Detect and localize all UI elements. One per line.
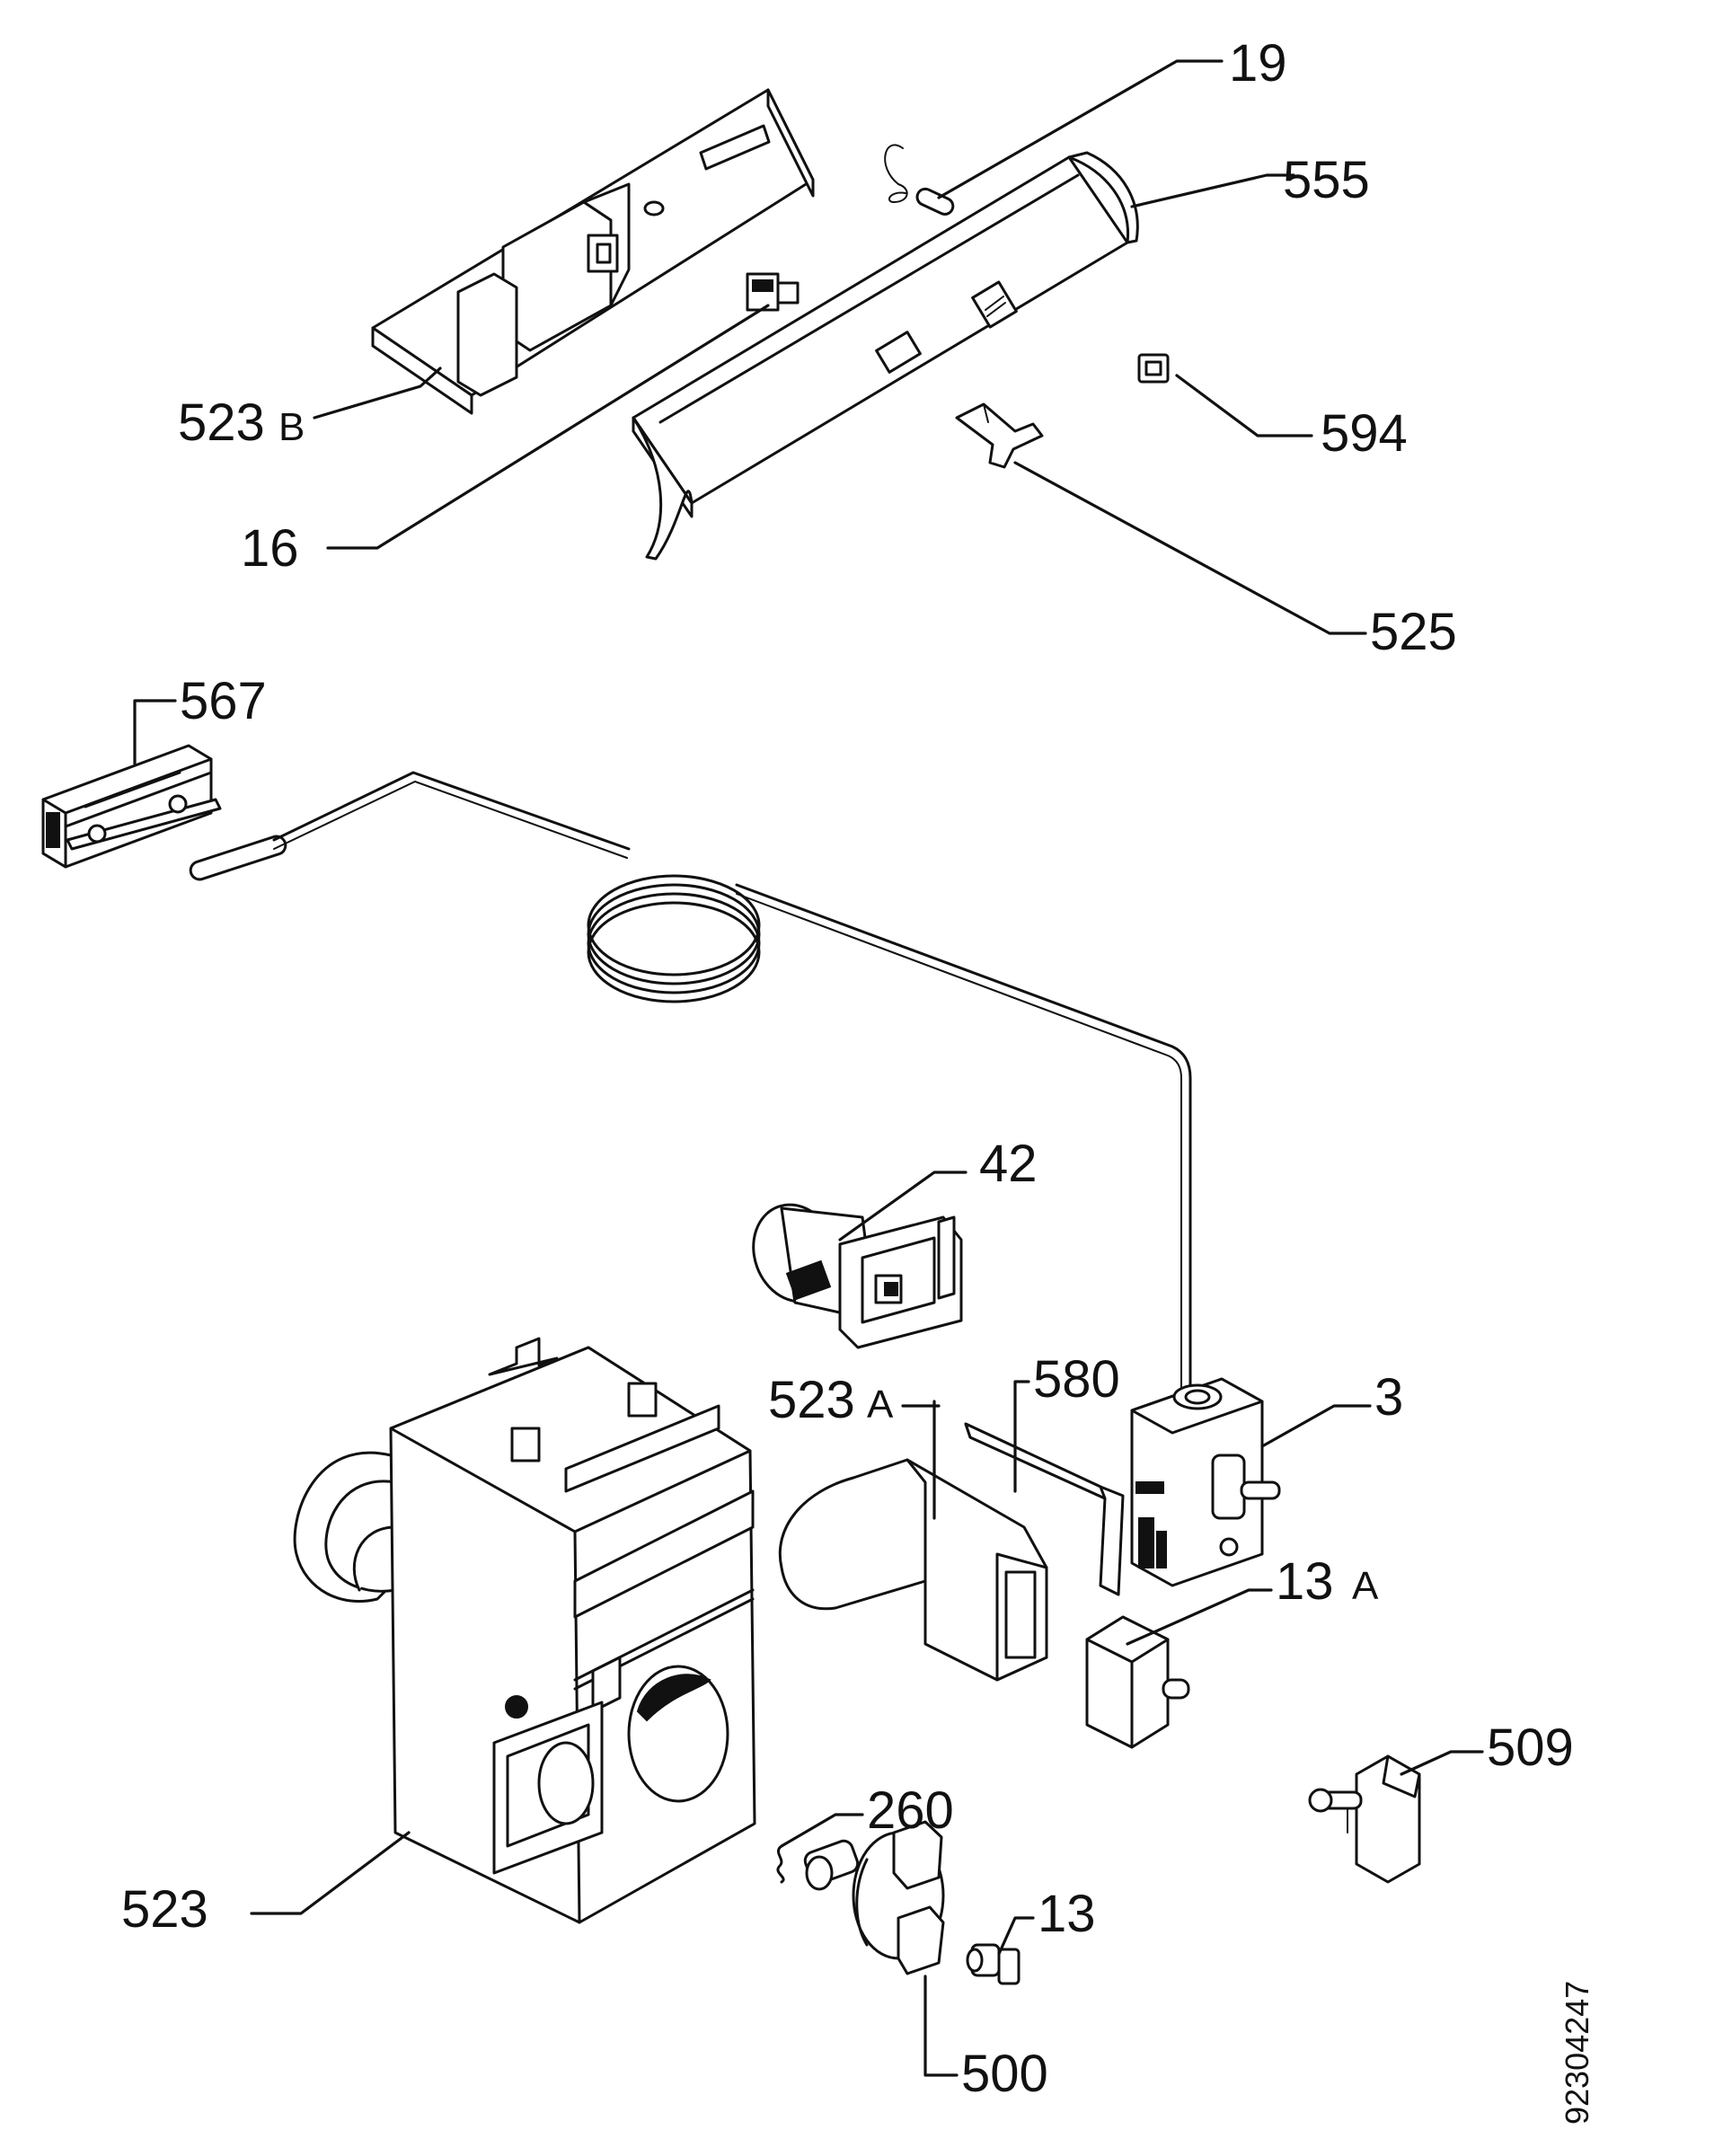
callout-509: 509 — [1487, 1719, 1574, 1777]
callout-13: 13 — [1038, 1885, 1096, 1943]
part-500-knob — [803, 1820, 945, 1975]
callout-13a: 13 — [1276, 1552, 1334, 1611]
part-3-thermostat — [1130, 1377, 1281, 1587]
callout-42: 42 — [979, 1135, 1038, 1193]
callout-567: 567 — [180, 672, 267, 730]
part-19-bulb — [884, 144, 955, 216]
callout-523: 523 — [121, 1880, 208, 1939]
callout-523b-suffix: B — [278, 405, 305, 449]
callout-labels: 19 555 523 B 594 16 525 567 42 523 A 580… — [121, 34, 1574, 2103]
callout-555: 555 — [1283, 151, 1370, 209]
callout-500: 500 — [961, 2045, 1048, 2103]
part-580-plate — [964, 1422, 1125, 1596]
callout-260: 260 — [867, 1781, 954, 1840]
part-525-clip — [955, 402, 1044, 469]
part-16-connector — [746, 272, 800, 312]
callout-523a: 523 — [768, 1371, 855, 1429]
callout-580: 580 — [1033, 1350, 1120, 1409]
callout-523a-suffix: A — [867, 1383, 894, 1427]
document-number: 92304247 — [1559, 1981, 1595, 2125]
callout-523b: 523 — [178, 393, 265, 452]
part-260-spring — [776, 1844, 785, 1884]
callout-19: 19 — [1229, 34, 1287, 93]
part-523-main-housing — [293, 1337, 756, 1924]
part-509-clip — [1308, 1754, 1421, 1884]
part-13a-switch — [1085, 1615, 1190, 1749]
part-523a-switch-housing — [778, 1458, 1048, 1682]
callout-16: 16 — [241, 519, 299, 578]
part-13-cap — [966, 1943, 1021, 1985]
callout-3: 3 — [1374, 1368, 1403, 1427]
callout-13a-suffix: A — [1352, 1564, 1379, 1608]
capillary-tube — [189, 771, 1192, 1390]
part-555-panel-cover — [632, 151, 1139, 561]
leader-lines — [133, 59, 1484, 2077]
part-523b-mounting-plate — [371, 88, 815, 415]
part-567-bracket — [41, 744, 222, 869]
callout-594: 594 — [1321, 404, 1408, 463]
callout-525: 525 — [1370, 603, 1457, 661]
part-594-lamp-cover — [1137, 353, 1170, 384]
part-42-lamp-socket — [752, 1203, 963, 1349]
